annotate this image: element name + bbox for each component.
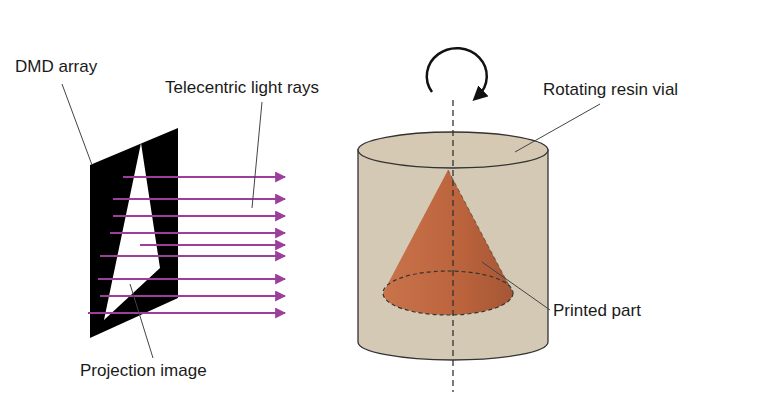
projection-image — [104, 143, 160, 320]
part-label: Printed part — [553, 301, 641, 321]
rotation-arrow — [427, 48, 487, 96]
part-label: Telecentric light rays — [165, 78, 319, 98]
part-label: Projection image — [80, 361, 207, 381]
printed-part — [383, 170, 513, 315]
rotation-axis — [452, 100, 453, 392]
part-label: DMD array — [15, 57, 97, 77]
part-label: Rotating resin vial — [543, 80, 678, 100]
light-rays — [88, 177, 285, 313]
leader-lines — [62, 84, 600, 358]
